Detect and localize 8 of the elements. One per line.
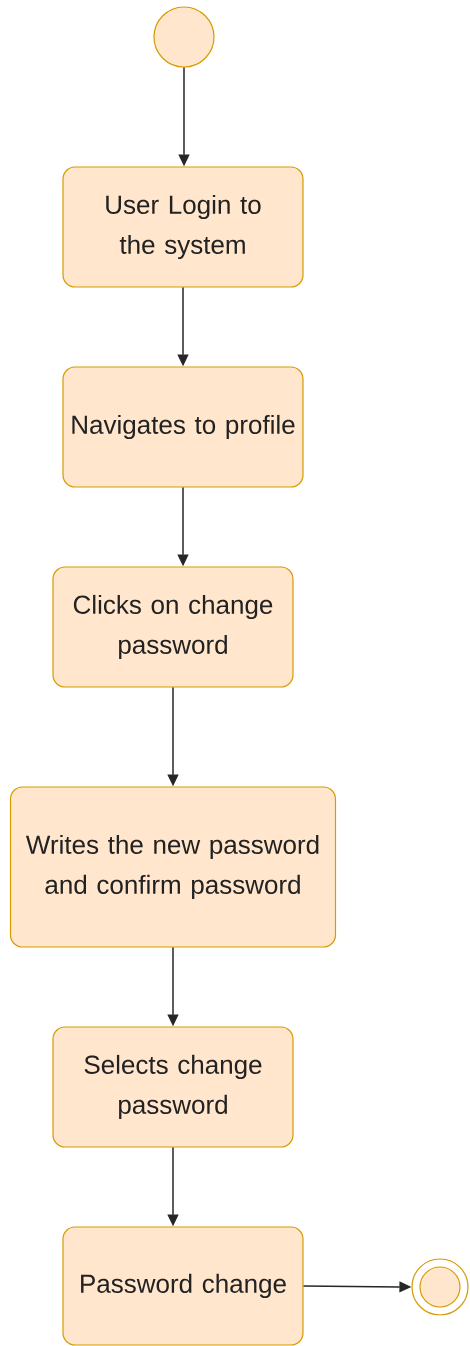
end-circle [411, 1258, 469, 1316]
activity-box: User Login to the system [62, 166, 304, 288]
activity-box: Selects change password [52, 1026, 294, 1148]
start-circle [153, 6, 215, 68]
activity-box: Writes the new password and confirm password [9, 786, 337, 948]
activity-box: Password change [62, 1226, 304, 1346]
activity-box: Navigates to profile [62, 366, 304, 488]
activity-box: Clicks on change password [52, 566, 294, 688]
